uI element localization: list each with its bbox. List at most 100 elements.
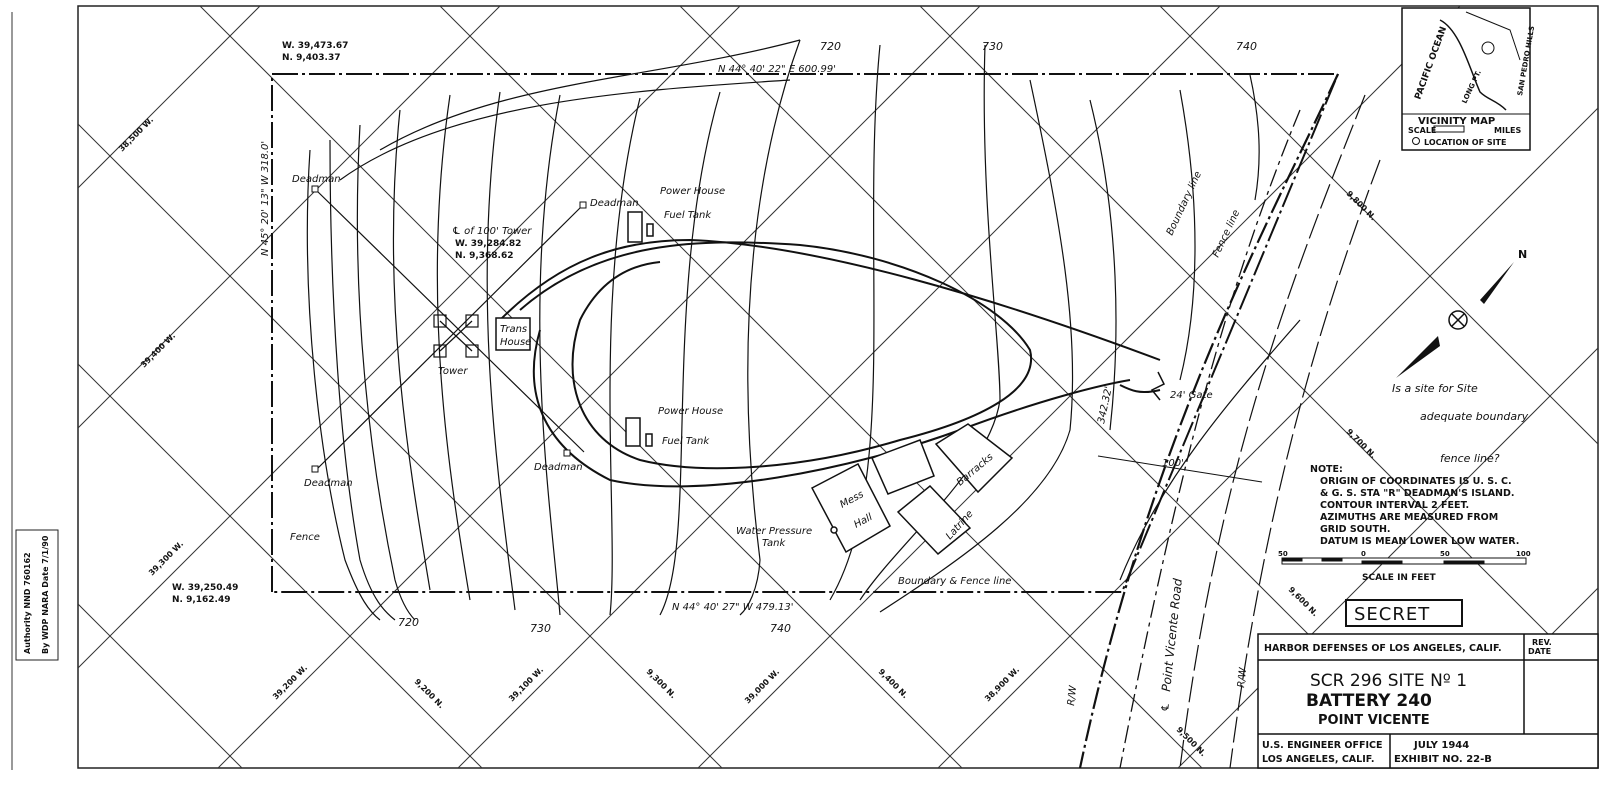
deadman-sw-label: Deadman [304, 478, 353, 489]
north-edge-bearing: N 44° 40' 22" E 600.99' [718, 64, 836, 75]
gate-symbol [1150, 371, 1166, 401]
secret-box [1345, 599, 1463, 627]
trans-house-building [495, 317, 531, 351]
sheet-frame [77, 5, 1599, 769]
nw-corner-n: N. 9,403.37 [282, 53, 341, 63]
deadman-mid-label: Deadman [534, 462, 583, 473]
fence-line-label: Fence line [1211, 208, 1243, 259]
contour-label-730-top: 730 [982, 40, 1003, 53]
tower-legs [315, 189, 585, 471]
fence-label: Fence [290, 532, 320, 543]
vicinity-scale-units: MILES [1494, 126, 1522, 135]
road-centerline-symbol: ℄ [1160, 702, 1172, 712]
power-house-2-label: Power House [658, 406, 723, 417]
scale-tick-100: 100 [1516, 550, 1531, 558]
handwriting-line-3: fence line? [1440, 452, 1500, 465]
title-line-1: SCR 296 SITE Nº 1 [1310, 671, 1467, 691]
title-org: HARBOR DEFENSES OF LOS ANGELES, CALIF. [1264, 643, 1502, 654]
note-line-4: AZIMUTHS ARE MEASURED FROM [1320, 512, 1498, 523]
water-tank-label-1: Water Pressure [736, 526, 812, 537]
boundary-fence-label: Boundary & Fence line [898, 576, 1011, 587]
deadman-markers [311, 185, 587, 473]
barracks-building [934, 423, 1014, 494]
trans-house-label-1: Trans [500, 324, 527, 335]
title-exhibit: EXHIBIT NO. 22-B [1394, 754, 1492, 765]
vicinity-scale-label: SCALE [1408, 126, 1436, 135]
buildings [495, 211, 1014, 556]
grid-label-9800n: 9,800 N. [1345, 189, 1378, 222]
contour-label-730-bottom: 730 [530, 622, 551, 635]
power-house-1-label: Power House [660, 186, 725, 197]
grid-label-39100w: 39,100 W. [507, 665, 545, 703]
contour-label-740-top: 740 [1236, 40, 1257, 53]
scale-bar-label: SCALE IN FEET [1362, 573, 1437, 583]
fuel-tank-1-shape [646, 223, 654, 237]
mess-hall-building [810, 462, 891, 554]
grid-label-9200n: 9,200 N. [413, 677, 446, 710]
fuel-tank-2-label: Fuel Tank [662, 436, 710, 447]
note-line-1: ORIGIN OF COORDINATES IS U. S. C. [1320, 476, 1512, 487]
connector-building [870, 439, 935, 495]
title-rev-date: DATE [1528, 647, 1551, 656]
deadman-nw-label: Deadman [292, 174, 341, 185]
water-tank-shape [830, 526, 838, 534]
access-road [499, 238, 1161, 488]
power-house-2-building [625, 417, 641, 447]
grid-label-9700n: 9,700 N. [1345, 427, 1378, 460]
title-block [1257, 633, 1599, 769]
vicinity-location-label: LOCATION OF SITE [1424, 138, 1506, 147]
stamp-authority: Authority NND 760162 [23, 552, 32, 654]
scale-tick-50: 50 [1440, 550, 1450, 558]
site-boundary [271, 73, 1340, 593]
latrine-building [896, 484, 972, 556]
south-edge-bearing: N 44° 40' 27" W 479.13' [672, 602, 794, 613]
grid-label-9500n: 9,500 N. [1175, 725, 1208, 758]
north-arrow-label: N [1518, 248, 1527, 261]
offset-dimension [1097, 455, 1263, 483]
title-date: JULY 1944 [1413, 740, 1469, 751]
title-line-3: POINT VICENTE [1318, 713, 1430, 728]
handwriting-line-2: adequate boundary [1420, 410, 1529, 423]
grid-label-39000w: 39,000 W. [743, 667, 781, 705]
handwriting-line-1: Is a site for Site [1392, 382, 1478, 395]
grid-label-38900w: 38,900 W. [983, 665, 1021, 703]
stamp-by: By WDP NARA Date 7/1/90 [41, 535, 50, 654]
west-edge-bearing: N 45° 20' 13" W 318.0' [260, 141, 271, 256]
grid-label-39400w: 39,400 W. [139, 331, 177, 369]
note-line-3: CONTOUR INTERVAL 2 FEET. [1320, 500, 1469, 511]
grid-label-38500w: 38,500 W. [117, 115, 155, 153]
water-tank-label-2: Tank [762, 538, 787, 549]
boundary-line-label: Boundary line [1165, 170, 1204, 238]
contour-lines [306, 39, 1301, 621]
note-line-2: & G. S. STA "R" DEADMAN'S ISLAND. [1320, 488, 1515, 499]
sw-corner-w: W. 39,250.49 [172, 583, 238, 593]
road-label: Point Vicente Road [1159, 577, 1185, 692]
fuel-tank-2-shape [645, 433, 653, 447]
grid-label-39300w: 39,300 W. [147, 539, 185, 577]
vicinity-map [1401, 7, 1531, 151]
fuel-tank-1-label: Fuel Tank [664, 210, 712, 221]
title-rev: REV. [1532, 638, 1552, 647]
title-office-2: LOS ANGELES, CALIF. [1262, 754, 1374, 765]
row-label-2: R/W [1236, 666, 1249, 688]
note-line-6: DATUM IS MEAN LOWER LOW WATER. [1320, 536, 1519, 547]
title-line-2: BATTERY 240 [1306, 691, 1432, 711]
trans-house-label-2: House [500, 337, 531, 348]
note-heading: NOTE: [1310, 464, 1343, 475]
secret-label: SECRET [1354, 604, 1430, 625]
vicinity-title: VICINITY MAP [1418, 116, 1495, 127]
note-line-5: GRID SOUTH. [1320, 524, 1391, 535]
contour-label-720-bottom: 720 [398, 616, 419, 629]
tower-coord-w: W. 39,284.82 [455, 239, 521, 249]
sw-corner-n: N. 9,162.49 [172, 595, 231, 605]
scale-bar [1281, 557, 1527, 565]
declassification-stamp-box [15, 529, 59, 661]
grid-label-9600n: 9,600 N. [1287, 585, 1320, 618]
power-house-1-building [627, 211, 643, 243]
scale-tick-50-left: 50 [1278, 550, 1288, 558]
nw-corner-w: W. 39,473.67 [282, 41, 348, 51]
road-lines [1078, 73, 1381, 768]
tower-coord-n: N. 9,368.62 [455, 251, 514, 261]
contour-label-720-top: 720 [820, 40, 841, 53]
